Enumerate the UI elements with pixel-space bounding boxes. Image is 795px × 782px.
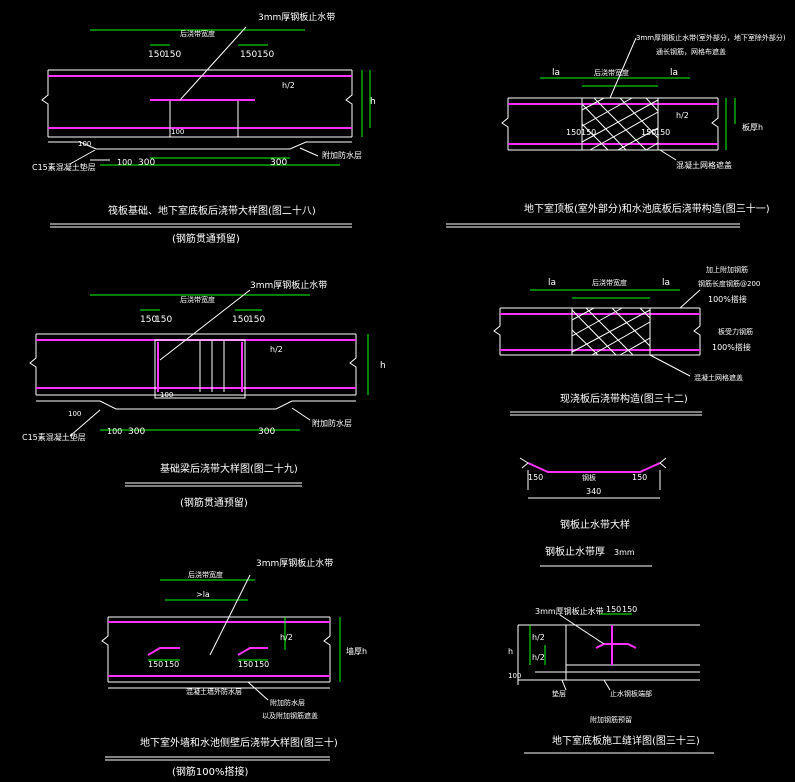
d33-d100: 100 — [508, 672, 521, 680]
d28-d100c: 100 — [117, 158, 132, 167]
detail-32 — [493, 289, 702, 416]
d31-strip-width: 后浇带宽度 — [594, 68, 629, 77]
d33-title: 地下室底板施工缝详图(图三十三) — [552, 734, 700, 747]
d29-subtitle: (钢筋贯通预留) — [180, 496, 248, 509]
d28-h: h — [370, 97, 376, 107]
d31-note: 混凝土网格遮盖 — [676, 160, 732, 170]
d28-dim-2: 150 — [164, 50, 181, 60]
d33-n1: 垫层 — [552, 689, 566, 698]
d33-n2: 止水钢板端部 — [610, 689, 652, 698]
d29-h: h — [380, 361, 386, 371]
d31-callout2: 通长钢筋，网格布遮盖 — [656, 47, 726, 56]
plate-total: 340 — [586, 487, 601, 496]
d31-la2: la — [670, 68, 678, 78]
d28-c15: C15素混凝土垫层 — [32, 162, 96, 172]
d28-h2: h/2 — [282, 81, 295, 90]
d30-n1: 混凝土墙外防水层 — [186, 687, 242, 696]
plate-detail — [519, 457, 667, 567]
d28-d300a: 300 — [138, 158, 155, 168]
plate-sub-label: 钢板止水带厚 — [545, 545, 605, 558]
plate-sub-value: 3mm — [614, 548, 635, 557]
d30-callout: 3mm厚钢板止水带 — [256, 557, 333, 569]
d30-dim-2: 150 — [164, 660, 179, 669]
d28-dim-4: 150 — [257, 50, 274, 60]
d29-c15: C15素混凝土垫层 — [22, 432, 86, 442]
d30-n3: 以及附加钢筋遮盖 — [262, 711, 318, 720]
d29-title: 基础梁后浇带大样图(图二十九) — [160, 462, 298, 475]
d32-n3: 板受力钢筋 — [718, 327, 753, 336]
d32-strip-width: 后浇带宽度 — [592, 278, 627, 287]
d33-h: h — [508, 647, 513, 656]
d31-d150b: 150 — [581, 128, 596, 137]
d32-la1: la — [548, 278, 556, 288]
d30-strip-width: 后浇带宽度 — [188, 570, 223, 579]
d29-d100c: 100 — [107, 427, 122, 436]
d33-n3: 附加钢筋预留 — [590, 715, 632, 724]
d29-d300b: 300 — [258, 427, 275, 437]
d28-d300b: 300 — [270, 158, 287, 168]
d29-h2: h/2 — [270, 345, 283, 354]
d33-d150a: 150 — [606, 605, 621, 614]
d31-h2: h/2 — [676, 111, 689, 120]
d29-waterproof: 附加防水层 — [312, 418, 352, 428]
d28-d100: 100 — [78, 140, 91, 148]
d28-waterproof: 附加防水层 — [322, 150, 362, 160]
d30-n2: 附加防水层 — [270, 698, 305, 707]
d32-n2: 100%搭接 — [708, 294, 747, 304]
d29-callout: 3mm厚钢板止水带 — [250, 279, 327, 291]
d28-subtitle: (钢筋贯通预留) — [172, 232, 240, 245]
d29-dim-1: 150 — [140, 315, 157, 325]
d32-n5: 混凝土网格遮盖 — [694, 373, 743, 382]
plate-title: 钢板止水带大样 — [560, 518, 630, 531]
d29-d100b: 100 — [160, 391, 173, 399]
d29-dim-2: 150 — [155, 315, 172, 325]
d28-title: 筏板基础、地下室底板后浇带大样图(图二十八) — [108, 204, 316, 217]
plate-center: 钢板 — [582, 473, 596, 482]
d31-la1: la — [552, 68, 560, 78]
d28-d100b: 100 — [171, 128, 184, 136]
d30-dim-4: 150 — [254, 660, 269, 669]
plate-d150b: 150 — [632, 473, 647, 482]
d31-d150d: 150 — [655, 128, 670, 137]
detail-31 — [446, 37, 740, 228]
detail-28 — [41, 26, 371, 228]
d31-d150a: 150 — [566, 128, 581, 137]
d28-strip-width: 后浇带宽度 — [180, 29, 215, 38]
detail-29 — [29, 289, 369, 487]
d31-h: 板厚h — [742, 122, 763, 132]
d28-dim-1: 150 — [148, 50, 165, 60]
d29-strip-width: 后浇带宽度 — [180, 295, 215, 304]
d32-n4: 100%搭接 — [712, 342, 751, 352]
d33-d150b: 150 — [622, 605, 637, 614]
d29-d300a: 300 — [128, 427, 145, 437]
d32-n1: 加上附加钢筋 — [706, 265, 748, 274]
d30-la: >la — [196, 590, 210, 599]
d33-h2a: h/2 — [532, 633, 545, 642]
d30-dim-3: 150 — [238, 660, 253, 669]
d30-dim-1: 150 — [148, 660, 163, 669]
plate-d150a: 150 — [528, 473, 543, 482]
d31-callout: 3mm厚钢板止水带(室外部分，地下室除外部分) — [636, 33, 786, 42]
d31-title: 地下室顶板(室外部分)和水池底板后浇带构造(图三十一) — [524, 202, 770, 215]
d30-subtitle: (钢筋100%搭接) — [172, 765, 248, 778]
d30-h2: h/2 — [280, 633, 293, 642]
d33-callout: 3mm厚钢板止水带 — [535, 606, 604, 616]
d29-dim-4: 150 — [248, 315, 265, 325]
d28-dim-3: 150 — [240, 50, 257, 60]
d33-h2b: h/2 — [532, 653, 545, 662]
d30-title: 地下室外墙和水池侧壁后浇带大样图(图三十) — [140, 736, 338, 749]
d32-title: 现浇板后浇带构造(图三十二) — [560, 392, 688, 405]
d32-la2: la — [662, 278, 670, 288]
d31-d150c: 150 — [641, 128, 656, 137]
detail-33 — [517, 613, 714, 754]
d30-h: 墙厚h — [346, 646, 367, 656]
d32-n1b: 钢筋长度钢筋@200 — [698, 279, 760, 288]
detail-30 — [101, 574, 341, 761]
d29-dim-3: 150 — [232, 315, 249, 325]
d28-callout: 3mm厚钢板止水带 — [258, 11, 335, 23]
d29-d100: 100 — [68, 410, 81, 418]
